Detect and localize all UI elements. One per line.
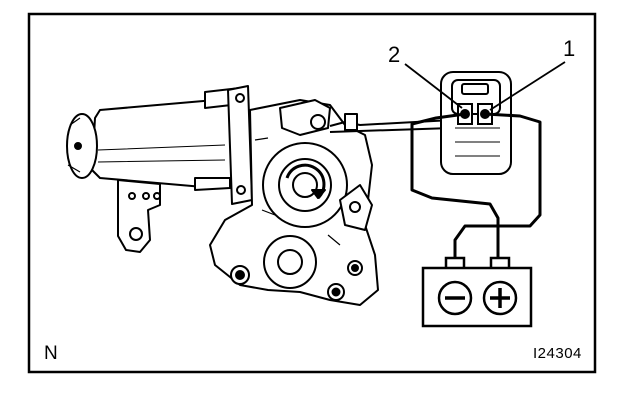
label-terminal-1: 1 (563, 36, 576, 61)
battery (421, 256, 533, 328)
connector (440, 71, 512, 175)
motor-shading (97, 144, 226, 163)
label-terminal-2: 2 (388, 42, 401, 67)
orientation-label: N (44, 343, 58, 364)
motor-body (91, 99, 233, 189)
test-leads (410, 112, 542, 262)
lead-to-terminal-2 (410, 112, 500, 262)
figure-code: I24304 (533, 345, 582, 362)
lead-to-terminal-1 (453, 112, 542, 262)
motor-assembly (66, 85, 453, 306)
mounting-bracket (117, 179, 161, 253)
diagram-frame (27, 12, 597, 374)
leader-terminal-2 (404, 63, 463, 109)
leader-terminal-1 (489, 61, 566, 111)
